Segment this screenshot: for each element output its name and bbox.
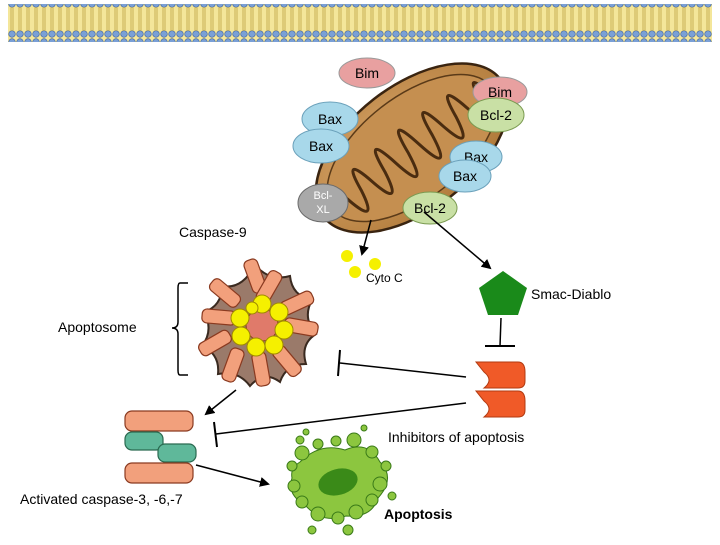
bax-protein-4: Bax <box>438 159 492 193</box>
bclxl-label-line1: Bcl- <box>314 190 333 202</box>
bax-protein-2: Bax <box>292 128 350 164</box>
arrow-caspases-to-apoptosis <box>195 464 270 487</box>
bax-protein-1: Bax <box>301 101 359 137</box>
caspase9-arms <box>198 258 319 387</box>
arrow-mito-to-cytoc <box>359 219 372 256</box>
apoptosome-bracket <box>171 282 188 376</box>
apoptosome-label: Apoptosome <box>58 319 137 335</box>
inhibit-iap-to-apoptosome-bar <box>337 349 341 377</box>
bim-label-2: Bim <box>488 84 512 100</box>
bax-label-4: Bax <box>453 168 477 184</box>
apoptosome-core-dots <box>230 294 294 357</box>
cyto-c-molecules <box>341 250 381 278</box>
apoptosome-complex <box>198 258 319 388</box>
bcl2-label-2: Bcl-2 <box>414 200 446 216</box>
bax-label-1: Bax <box>318 111 342 127</box>
inhibit-iap-to-apoptosome <box>339 362 467 378</box>
bcl2-protein-1: Bcl-2 <box>467 97 525 133</box>
smac-diablo-label: Smac-Diablo <box>531 286 611 302</box>
inhibit-iap-to-caspases-bar <box>213 421 218 448</box>
bim-label-1: Bim <box>355 65 379 81</box>
bcl2-label-1: Bcl-2 <box>480 107 512 123</box>
bcl2-protein-2: Bcl-2 <box>402 191 458 225</box>
apoptosis-label: Apoptosis <box>384 506 453 522</box>
smac-diablo-shape <box>479 271 527 315</box>
arrow-apoptosome-to-caspases <box>204 389 237 416</box>
iap-label: Inhibitors of apoptosis <box>388 429 524 445</box>
caspase9-label: Caspase-9 <box>179 224 247 240</box>
arrow-mito-to-smac <box>423 211 492 270</box>
bclxl-protein: Bcl- XL <box>297 183 349 223</box>
cell-membrane <box>8 4 712 42</box>
activated-caspases-label: Activated caspase-3, -6,-7 <box>20 491 183 507</box>
apoptotic-cell <box>286 424 397 536</box>
inhibit-smac-to-iap <box>499 317 502 347</box>
bclxl-label-line2: XL <box>316 204 329 216</box>
inhibit-iap-to-caspases <box>215 402 467 435</box>
bax-label-2: Bax <box>309 138 333 154</box>
cyto-c-label: Cyto C <box>366 271 403 285</box>
activated-caspases <box>124 410 197 484</box>
iap-shape <box>474 361 526 418</box>
bim-protein-1: Bim <box>338 57 396 89</box>
